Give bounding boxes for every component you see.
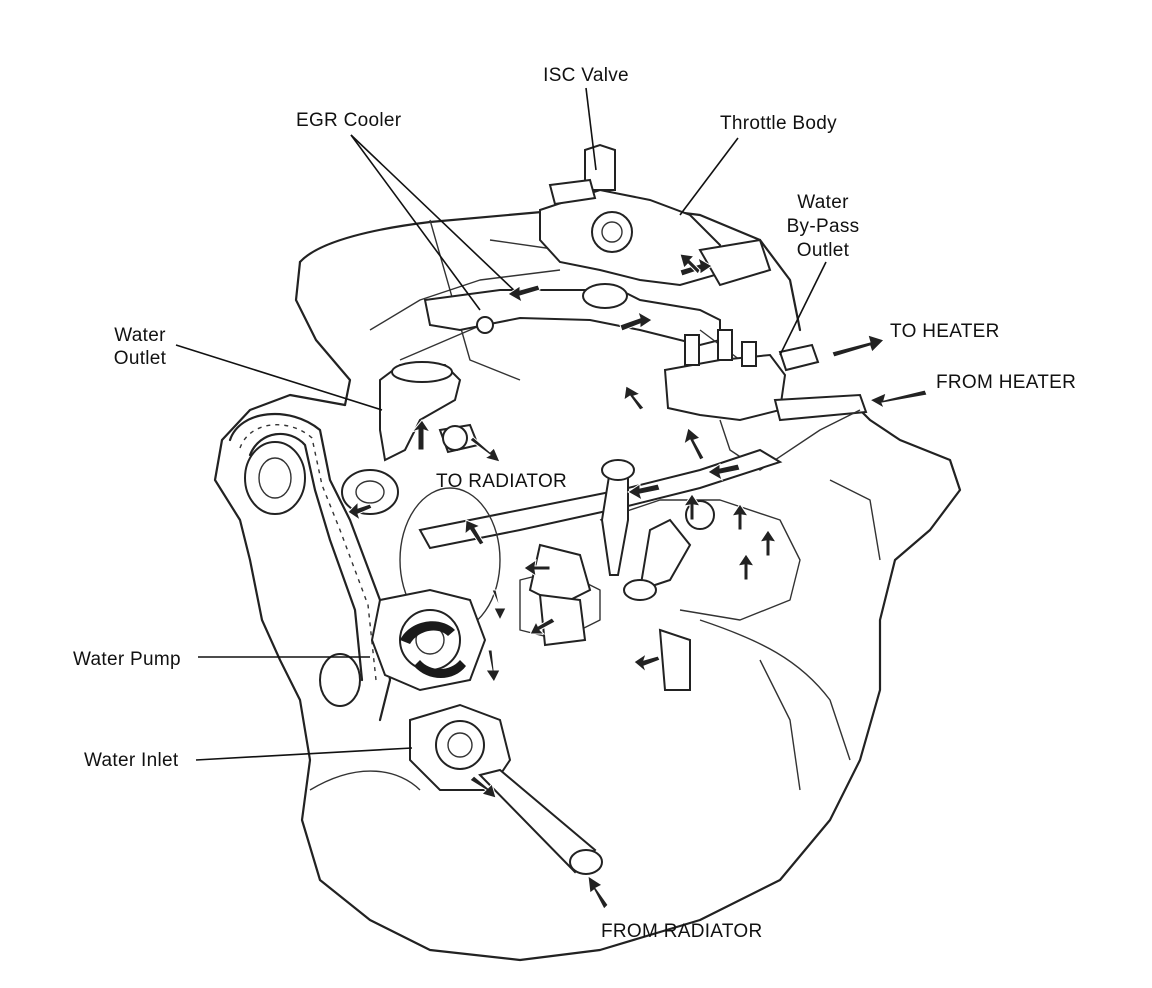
from-radiator-arrow xyxy=(587,875,609,910)
water-rail xyxy=(418,448,783,550)
bypass-outlet-assembly xyxy=(663,329,868,471)
timing-belt xyxy=(228,412,392,722)
label-water-outlet-line1: Water xyxy=(114,325,166,346)
label-egr-cooler: EGR Cooler xyxy=(296,110,402,131)
to-heater-arrow xyxy=(831,334,885,358)
water-inlet-part xyxy=(409,703,603,875)
pulley-housing xyxy=(341,469,399,515)
label-isc-valve: ISC Valve xyxy=(543,65,629,86)
label-water-pump: Water Pump xyxy=(73,649,181,670)
label-to-heater: TO HEATER xyxy=(890,321,1000,342)
label-from-radiator: FROM RADIATOR xyxy=(601,921,763,942)
label-water-inlet: Water Inlet xyxy=(84,750,179,771)
label-to-radiator: TO RADIATOR xyxy=(436,471,568,492)
label-water-bypass-line3: Outlet xyxy=(796,240,850,261)
egr-cooler-pipe xyxy=(423,283,761,366)
throttle-body-assembly xyxy=(539,143,772,287)
label-water-outlet-line2: Outlet xyxy=(113,348,167,369)
label-water-bypass-line2: By-Pass xyxy=(786,216,860,237)
label-water-bypass-line1: Water xyxy=(797,192,849,213)
from-heater-arrow xyxy=(868,389,928,410)
cylinder-ports xyxy=(528,459,715,691)
label-from-heater: FROM HEATER xyxy=(936,372,1077,393)
flow-arrows xyxy=(347,253,928,910)
water-outlet-part xyxy=(379,361,480,462)
label-throttle-body: Throttle Body xyxy=(720,113,837,134)
leader-lines xyxy=(175,87,827,761)
